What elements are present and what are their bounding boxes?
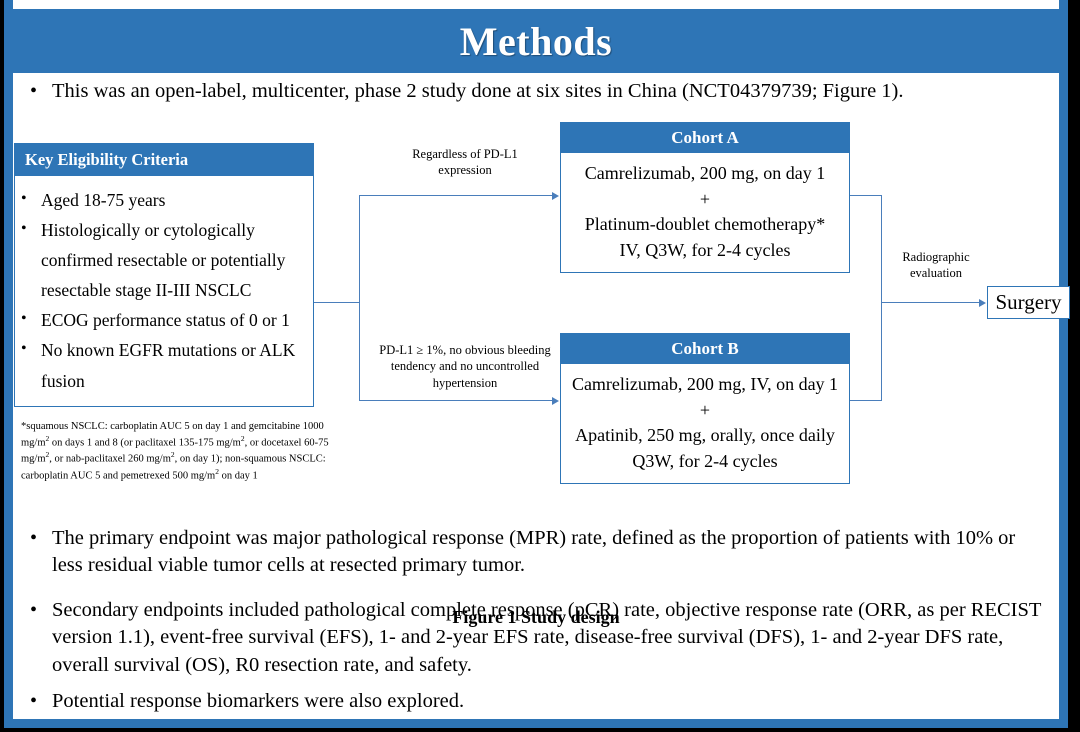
bullet-marker: • [21,340,27,358]
cohort-b-line-4: Q3W, for 2-4 cycles [632,450,778,471]
biomarker-text: Potential response biomarkers were also … [52,690,465,712]
bullet-marker: • [30,80,38,102]
figure-caption: Figure 1 Study design [452,607,620,627]
cohort-b-line-3: Apatinib, 250 mg, orally, once daily [575,425,835,446]
bullet-marker: • [21,190,27,207]
secondary-endpoint-bullet: • Secondary endpoints included pathologi… [30,597,1045,679]
list-item: • Aged 18-75 years [21,185,305,215]
secondary-endpoint-text: Secondary endpoints included pathologica… [52,599,1042,676]
cohort-a-line-2: + [699,188,711,209]
cohort-b-line-2: + [699,399,711,420]
arrow-to-cohort-a [552,191,559,200]
bullet-marker: • [21,220,27,238]
cohort-b-header: Cohort B [561,334,849,364]
cohort-b-line-1: Camrelizumab, 200 mg, IV, on day 1 [571,374,839,394]
eligibility-item-text: No known EGFR mutations or ALK fusion [41,340,296,391]
branch-label-upper: Regardless of PD-L1 expression [412,147,518,178]
connector-to-surgery [881,302,980,304]
slide-content: Methods • This was an open-label, multic… [13,0,1070,719]
study-design-figure: Key Eligibility Criteria • Aged 18-75 ye… [13,112,1070,627]
bullet-marker: • [21,310,27,328]
connector-to-cohort-b [359,400,553,402]
list-item: • No known EGFR mutations or ALK fusion [21,335,305,395]
surgery-label: Surgery [995,290,1062,314]
intro-bullet: • This was an open-label, multicenter, p… [30,78,1045,105]
connector-to-cohort-a [359,195,553,197]
connector-split-up [359,195,361,303]
surgery-box: Surgery [987,286,1070,319]
branch-label-radiographic: Radiographic evaluation [902,250,970,281]
frame-stripe-right [1059,0,1068,728]
bullet-marker: • [30,599,38,621]
slide-title-banner: Methods [13,9,1059,73]
bullet-marker: • [30,690,38,712]
page-title: Methods [459,18,613,64]
list-item: • ECOG performance status of 0 or 1 [21,305,305,335]
primary-endpoint-bullet: • The primary endpoint was major patholo… [30,525,1045,580]
bullet-marker: • [30,527,38,549]
branch-label-lower: PD-L1 ≥ 1%, no obvious bleeding tendency… [379,343,551,390]
cohort-a-body: Camrelizumab, 200 mg, on day 1 + Platinu… [561,153,849,272]
chemotherapy-footnote: *squamous NSCLC: carboplatin AUC 5 on da… [21,421,329,482]
primary-endpoint-text: The primary endpoint was major pathologi… [52,527,1016,577]
eligibility-item-text: Aged 18-75 years [41,190,166,210]
frame-stripe-left [4,0,13,728]
arrow-to-surgery [979,298,986,307]
connector-split-down [359,302,361,401]
biomarker-bullet: • Potential response biomarkers were als… [30,688,1045,715]
eligibility-header: Key Eligibility Criteria [15,144,313,176]
connector-merge-vertical [881,195,883,401]
frame-stripe-bottom [4,719,1068,728]
cohort-a-line-3: Platinum-doublet chemotherapy* [584,214,826,235]
arrow-to-cohort-b [552,396,559,405]
eligibility-criteria-box: Key Eligibility Criteria • Aged 18-75 ye… [14,143,314,407]
cohort-a-line-4: IV, Q3W, for 2-4 cycles [619,239,791,260]
cohort-a-line-1: Camrelizumab, 200 mg, on day 1 [584,163,826,183]
cohort-b-box: Cohort B Camrelizumab, 200 mg, IV, on da… [560,333,850,485]
list-item: • Histologically or cytologically confir… [21,215,305,305]
eligibility-list: • Aged 18-75 years • Histologically or c… [15,176,313,406]
connector-from-cohort-a [850,195,882,197]
connector-from-cohort-b [850,400,882,402]
intro-bullet-text: This was an open-label, multicenter, pha… [52,80,904,102]
connector-stem [314,302,360,304]
cohort-a-header: Cohort A [561,123,849,153]
cohort-b-body: Camrelizumab, 200 mg, IV, on day 1 + Apa… [561,364,849,483]
eligibility-item-text: Histologically or cytologically confirme… [41,220,286,301]
eligibility-item-text: ECOG performance status of 0 or 1 [41,310,290,331]
cohort-a-box: Cohort A Camrelizumab, 200 mg, on day 1 … [560,122,850,274]
